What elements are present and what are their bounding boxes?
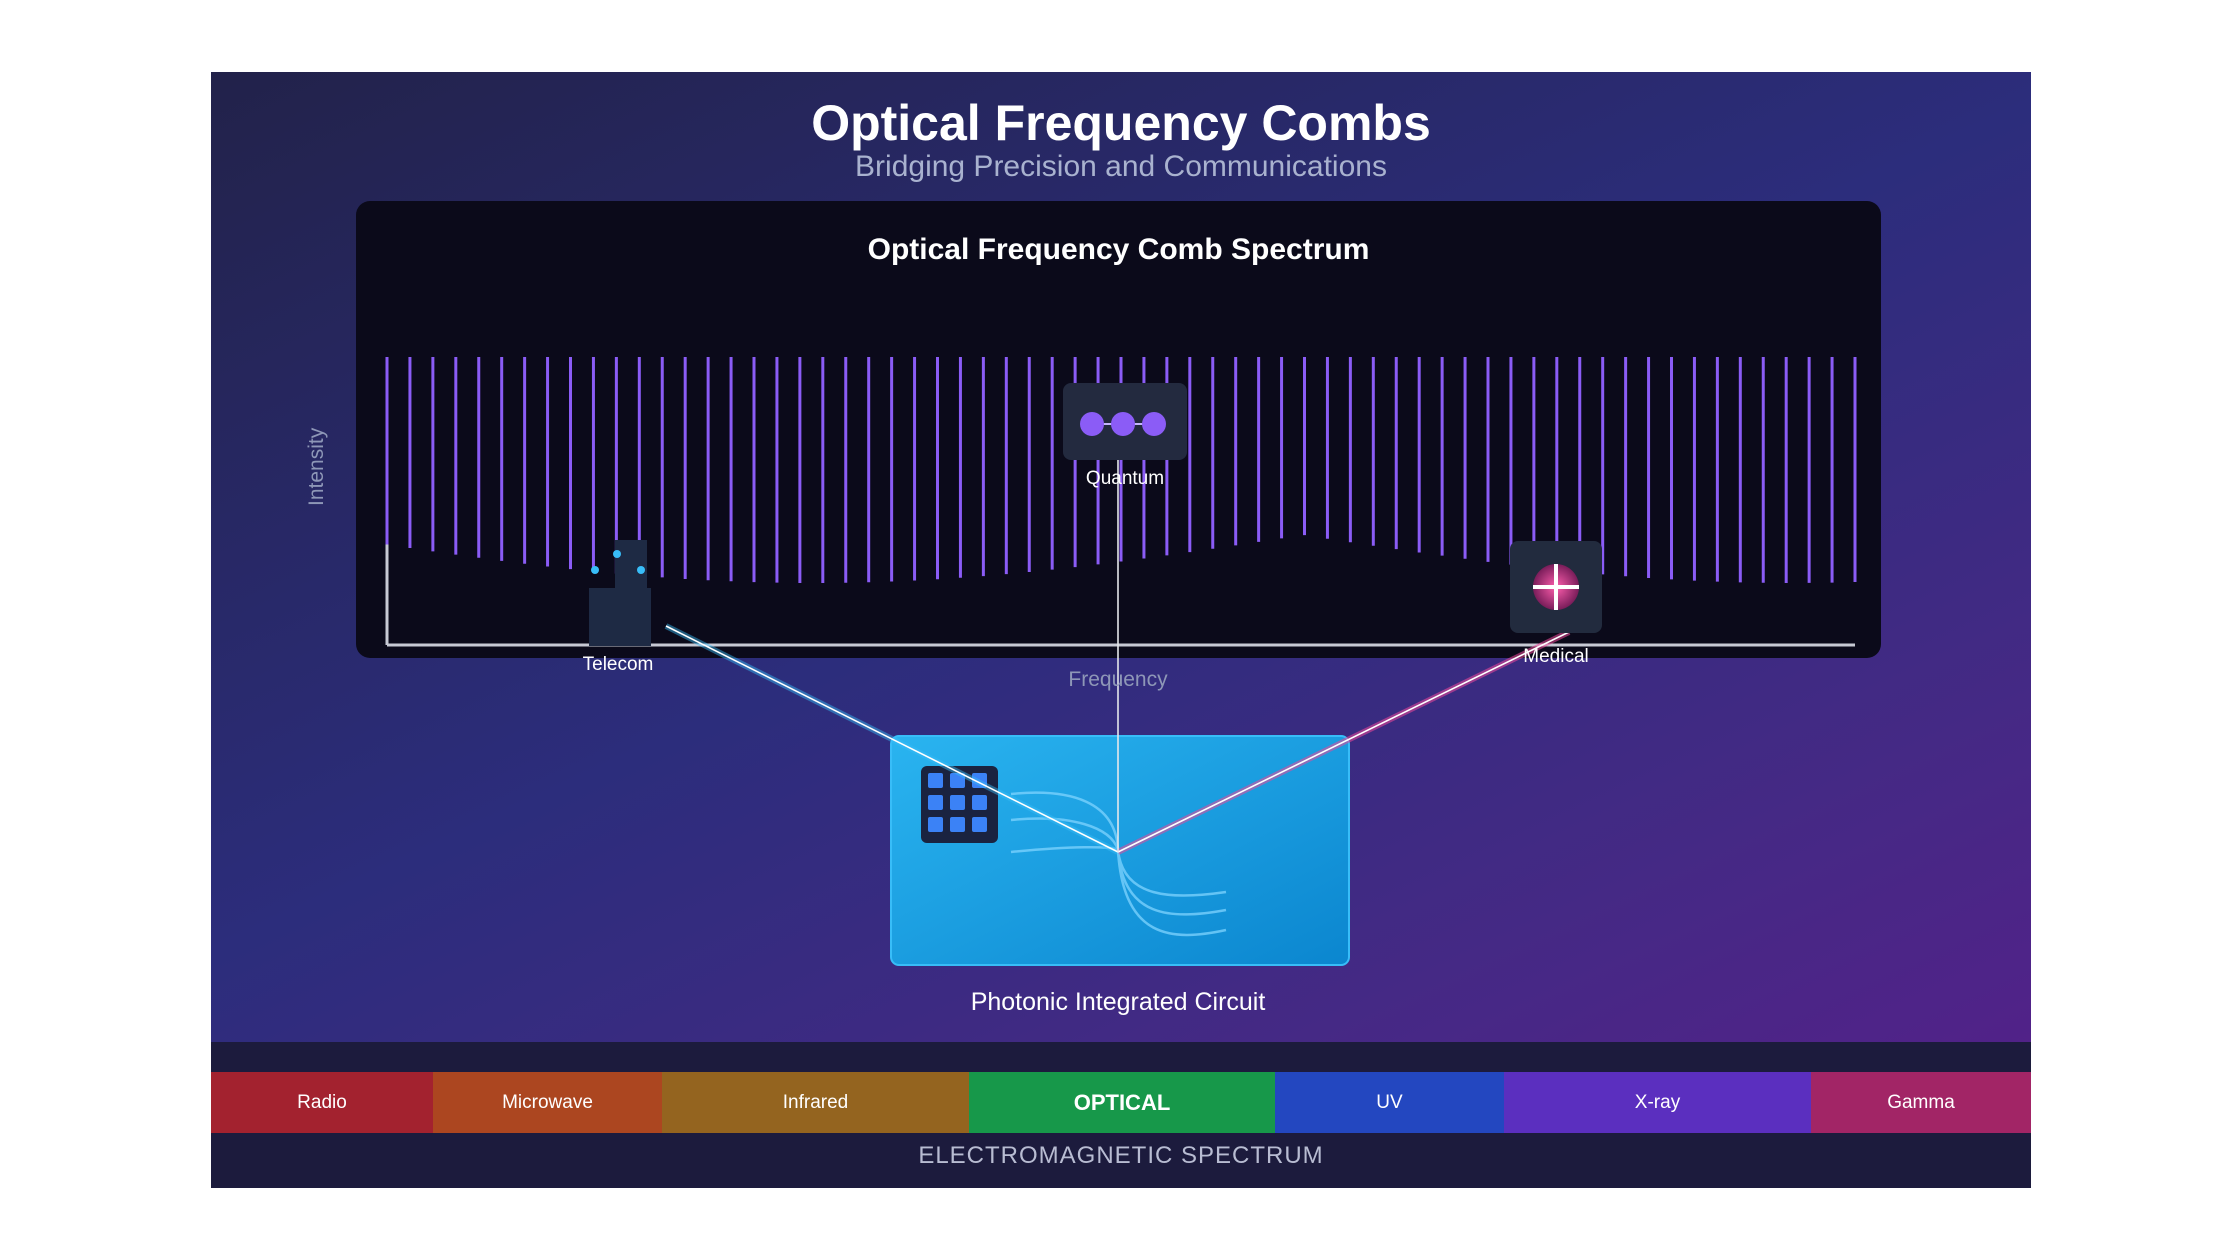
page-subtitle: Bridging Precision and Communications — [855, 150, 1387, 183]
y-axis-label: Intensity — [305, 427, 328, 506]
comb-spectrum-title: Optical Frequency Comb Spectrum — [867, 233, 1370, 266]
diagram-graphics — [385, 357, 1857, 966]
em-spectrum-caption: ELECTROMAGNETIC SPECTRUM — [918, 1142, 1324, 1169]
telecom-beam — [664, 623, 1120, 855]
band-microwave: Microwave — [433, 1072, 662, 1133]
server-icon — [589, 540, 651, 646]
em-spectrum-bar: Radio Microwave Infrared OPTICAL UV X-ra… — [211, 1072, 2031, 1133]
telecom-label: Telecom — [582, 654, 654, 675]
em-spectrum-strip: Radio Microwave Infrared OPTICAL UV X-ra… — [211, 1042, 2031, 1188]
diagram-panel: Optical Frequency Combs Bridging Precisi… — [211, 72, 2031, 1188]
waveguide-icon — [1010, 791, 1227, 937]
band-optical: OPTICAL — [969, 1072, 1275, 1133]
medical-cross-icon — [1510, 541, 1602, 633]
medical-beam — [1116, 629, 1571, 855]
band-gamma: Gamma — [1811, 1072, 2031, 1133]
band-xray: X-ray — [1504, 1072, 1811, 1133]
comb-teeth — [385, 357, 1857, 583]
chip-label: Photonic Integrated Circuit — [970, 988, 1266, 1016]
page-title: Optical Frequency Combs — [811, 95, 1431, 151]
band-uv: UV — [1275, 1072, 1504, 1133]
quantum-dots-icon — [1063, 383, 1187, 460]
band-radio: Radio — [211, 1072, 433, 1133]
band-infrared: Infrared — [662, 1072, 969, 1133]
medical-label: Medical — [1523, 646, 1589, 667]
chip-grid-icon — [921, 766, 998, 843]
quantum-label: Quantum — [1085, 468, 1165, 489]
x-axis-label: Frequency — [1068, 668, 1168, 691]
